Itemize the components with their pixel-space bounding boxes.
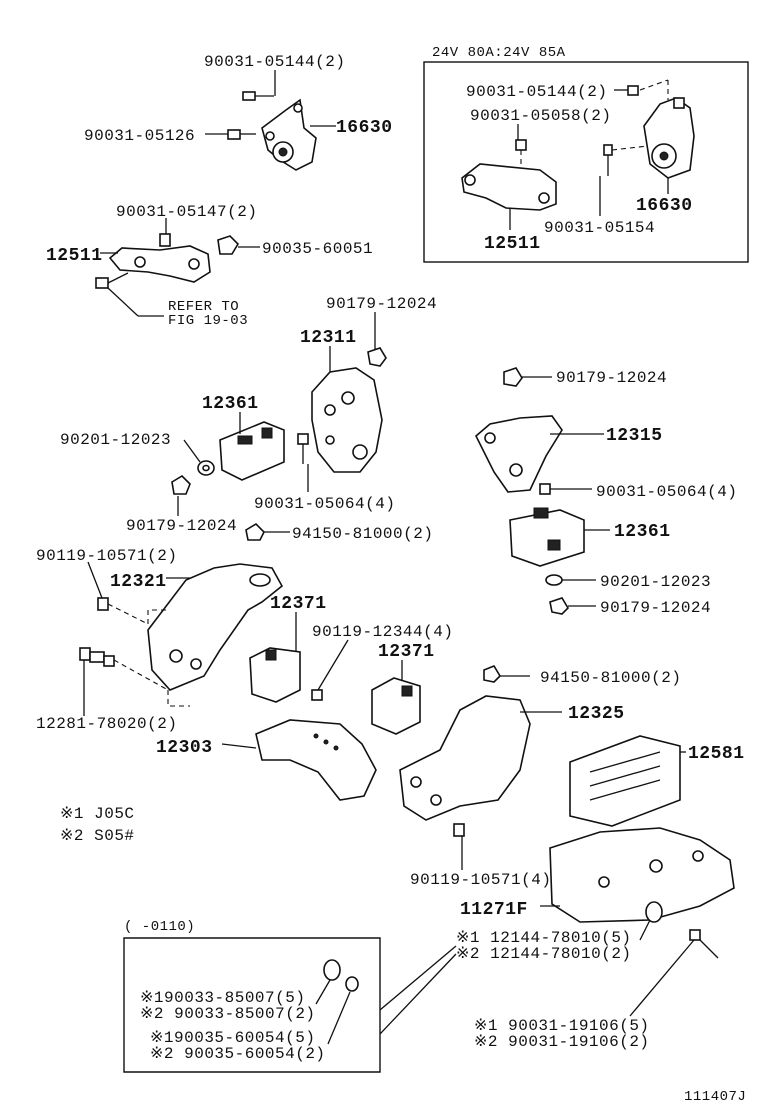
mount-12361-left-drawing xyxy=(219,421,285,481)
bolt-90031-05144-drawing xyxy=(242,91,274,101)
stud-12281-drawing xyxy=(79,647,169,691)
bracket-12315-drawing xyxy=(475,415,563,493)
label-12361-right: 12361 xyxy=(614,522,671,542)
label-inset-90031-05144: 90031-05144(2) xyxy=(466,83,607,101)
note-s05: ※2 S05# xyxy=(60,827,135,845)
label-12581: 12581 xyxy=(688,744,745,764)
inset-bracket-12511-drawing xyxy=(461,163,557,211)
label-inset-90031-05154: 90031-05154 xyxy=(544,219,655,237)
label-94150-81000-top: 94150-81000(2) xyxy=(292,525,433,543)
inset-bottom-frame xyxy=(123,937,381,1073)
nut-90179-left-drawing xyxy=(171,474,191,495)
label-90035-60054-1: ※190035-60054(5) xyxy=(150,1029,315,1047)
bolt-90119-12344-drawing xyxy=(311,689,323,701)
label-12281-78020: 12281-78020(2) xyxy=(36,715,177,733)
label-90119-10571-right: 90119-10571(4) xyxy=(410,871,551,889)
nut-90179-right-top-drawing xyxy=(503,367,523,387)
bracket-12311-drawing xyxy=(311,347,387,473)
bolt-90031-05064-left-drawing xyxy=(297,433,309,464)
label-refer-to: REFER TO xyxy=(168,299,239,315)
label-90035-60051: 90035-60051 xyxy=(262,240,373,258)
label-90119-12344: 90119-12344(4) xyxy=(312,623,453,641)
label-90031-05126: 90031-05126 xyxy=(84,127,195,145)
label-12144-78010-2: ※2 12144-78010(2) xyxy=(456,945,632,963)
inset-grommets-drawing xyxy=(323,959,359,992)
label-12325: 12325 xyxy=(568,704,625,724)
leader-l34 xyxy=(221,743,257,749)
leader-l47 xyxy=(629,939,695,1017)
leader-l17 xyxy=(183,439,201,463)
inset-bottom-title: ( -0110) xyxy=(124,919,195,935)
leader-l27 xyxy=(87,561,103,599)
figure-code: 111407J xyxy=(684,1089,746,1105)
bolt-90031-05126-drawing xyxy=(227,129,256,140)
label-12144-78010-1: ※1 12144-78010(5) xyxy=(456,929,632,947)
washer-90201-left-drawing xyxy=(197,460,215,476)
mount-12371-center-drawing xyxy=(249,620,301,703)
cover-11271F-drawing xyxy=(549,827,735,923)
mount-12371-right-drawing xyxy=(371,677,421,735)
label-90031-05144-top: 90031-05144(2) xyxy=(204,53,345,71)
label-11271F: 11271F xyxy=(460,900,528,920)
label-90179-12024-d: 90179-12024 xyxy=(600,599,711,617)
label-16630-main: 16630 xyxy=(336,118,393,138)
nut-90179-right-bottom-drawing xyxy=(549,597,570,615)
label-90179-12024-c: 90179-12024 xyxy=(556,369,667,387)
bolt-90031-19106-drawing xyxy=(689,929,719,959)
nut-94150-right-drawing xyxy=(483,665,502,683)
bracket-12321-drawing xyxy=(147,563,284,707)
label-94150-81000-right: 94150-81000(2) xyxy=(540,669,681,687)
leader-l45 xyxy=(327,991,351,1045)
label-12371-right: 12371 xyxy=(378,642,435,662)
label-90179-12024-a: 90179-12024 xyxy=(326,295,437,313)
bracket-12325-drawing xyxy=(399,695,531,821)
bolt-refer-drawing xyxy=(95,272,164,317)
label-90031-19106-1: ※1 90031-19106(5) xyxy=(474,1017,650,1035)
bolt-90031-05064-right-drawing xyxy=(539,483,572,495)
label-90031-19106-2: ※2 90031-19106(2) xyxy=(474,1033,650,1051)
label-90031-05064-right: 90031-05064(4) xyxy=(596,483,737,501)
alternator-16630-drawing xyxy=(261,98,317,171)
label-12371-center: 12371 xyxy=(270,594,327,614)
label-inset-16630: 16630 xyxy=(636,196,693,216)
bracket-12511-drawing xyxy=(108,233,240,283)
leader-inset-1 xyxy=(379,945,457,1011)
washer-90201-right-drawing xyxy=(545,574,563,586)
label-12511-main: 12511 xyxy=(46,246,103,266)
label-90031-05064-left: 90031-05064(4) xyxy=(254,495,395,513)
label-fig-19-03: FIG 19-03 xyxy=(168,313,248,329)
inset-top-title: 24V 80A:24V 85A xyxy=(432,45,566,61)
label-90033-85007-2: ※2 90033-85007(2) xyxy=(140,1005,316,1023)
label-inset-12511: 12511 xyxy=(484,234,541,254)
label-12361-left: 12361 xyxy=(202,394,259,414)
bracket-12303-drawing xyxy=(255,719,377,801)
label-90033-85007-1: ※190033-85007(5) xyxy=(140,989,305,1007)
plate-12581-drawing xyxy=(569,735,681,827)
label-12321: 12321 xyxy=(110,572,167,592)
label-90119-10571-left: 90119-10571(2) xyxy=(36,547,177,565)
leader-l43 xyxy=(315,979,331,1005)
nut-94150-top-drawing xyxy=(245,522,265,541)
label-12311: 12311 xyxy=(300,328,357,348)
bolt-90119-10571-right-drawing xyxy=(453,823,465,837)
label-inset-90031-05058: 90031-05058(2) xyxy=(470,107,611,125)
mount-12361-right-drawing xyxy=(509,507,585,567)
leader-l30 xyxy=(317,639,349,691)
grommet-12144-drawing xyxy=(645,901,663,923)
bolt-90119-10571-left-drawing xyxy=(97,597,149,625)
alternator-inset-frame xyxy=(423,61,749,263)
label-12303: 12303 xyxy=(156,738,213,758)
label-90201-12023-right: 90201-12023 xyxy=(600,573,711,591)
leader-inset-2 xyxy=(379,953,457,1035)
label-90201-12023-left: 90201-12023 xyxy=(60,431,171,449)
label-90035-60054-2: ※2 90035-60054(2) xyxy=(150,1045,326,1063)
leader-l41 xyxy=(639,919,651,941)
note-j05c: ※1 J05C xyxy=(60,805,135,823)
inset-alternator-drawing xyxy=(515,79,695,179)
label-12315: 12315 xyxy=(606,426,663,446)
label-90179-12024-b: 90179-12024 xyxy=(126,517,237,535)
label-90031-05147: 90031-05147(2) xyxy=(116,203,257,221)
